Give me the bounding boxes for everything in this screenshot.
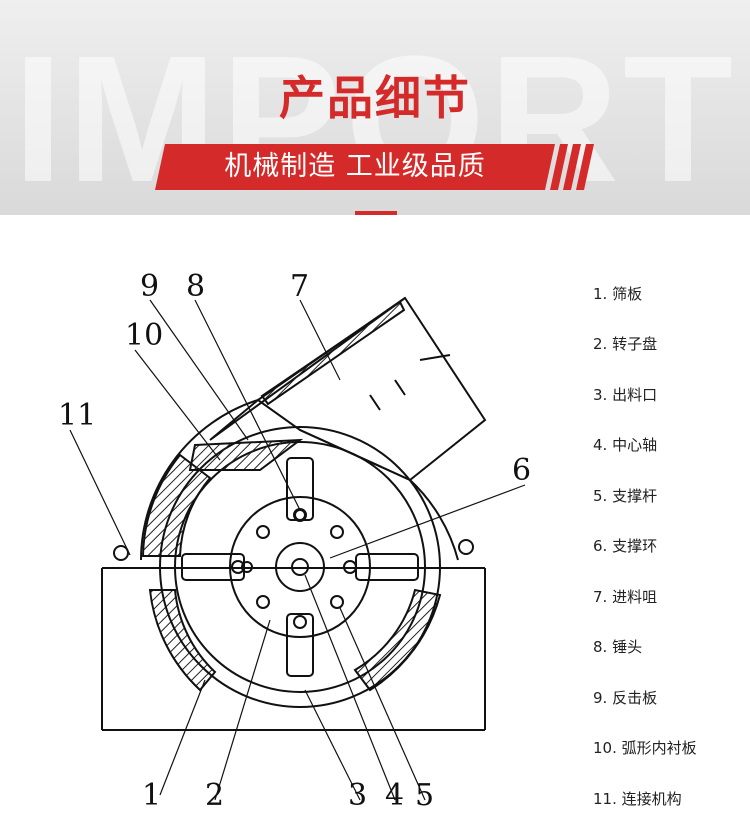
legend-item: 4. 中心轴 [593, 436, 658, 454]
legend-item: 1. 筛板 [593, 285, 643, 303]
callout-3: 3 [348, 778, 367, 813]
screen-plate-right [353, 588, 442, 692]
legend-item: 3. 出料口 [593, 386, 658, 404]
leader-lines [69, 299, 526, 801]
callout-4: 4 [385, 778, 404, 813]
subtitle-text: 机械制造 工业级品质 [224, 151, 486, 182]
crusher-diagram: 9 8 7 10 11 6 1 2 3 4 5 [58, 269, 531, 813]
legend-item: 5. 支撑杆 [593, 487, 658, 505]
base-housing [101, 567, 486, 731]
accent-bar [355, 211, 397, 215]
legend-item: 2. 转子盘 [593, 335, 658, 353]
legend-item: 11. 连接机构 [593, 790, 682, 808]
header-banner: IMPORT 产品细节 机械制造 工业级品质 [0, 0, 750, 215]
legend-item: 8. 锤头 [593, 638, 643, 656]
ribbon-shape [155, 144, 594, 190]
feed-chute [188, 296, 487, 482]
callout-2: 2 [205, 778, 224, 813]
legend-item: 6. 支撑环 [593, 537, 658, 555]
legend-item: 9. 反击板 [593, 689, 658, 707]
connecting-lug-right [458, 539, 474, 555]
center-shaft [275, 542, 325, 592]
callout-8: 8 [186, 269, 205, 304]
callout-6: 6 [512, 453, 531, 488]
callout-1: 1 [142, 778, 161, 813]
callout-10: 10 [125, 318, 163, 353]
page-title: 产品细节 [279, 71, 471, 125]
rotor-outer [159, 426, 441, 708]
callout-11: 11 [58, 398, 96, 433]
casing-arc [140, 399, 259, 561]
rotor-ring [174, 441, 426, 693]
shaft-bore [291, 558, 309, 576]
screen-plate [148, 589, 217, 692]
callout-9: 9 [140, 269, 159, 304]
rotor-disc [229, 496, 371, 638]
callout-5: 5 [415, 778, 434, 813]
legend-item: 10. 弧形内衬板 [593, 739, 697, 757]
subtitle-ribbon: 机械制造 工业级品质 [155, 144, 595, 190]
callout-7: 7 [290, 269, 309, 304]
connecting-lug [113, 545, 129, 561]
legend-item: 7. 进料咀 [593, 588, 658, 606]
